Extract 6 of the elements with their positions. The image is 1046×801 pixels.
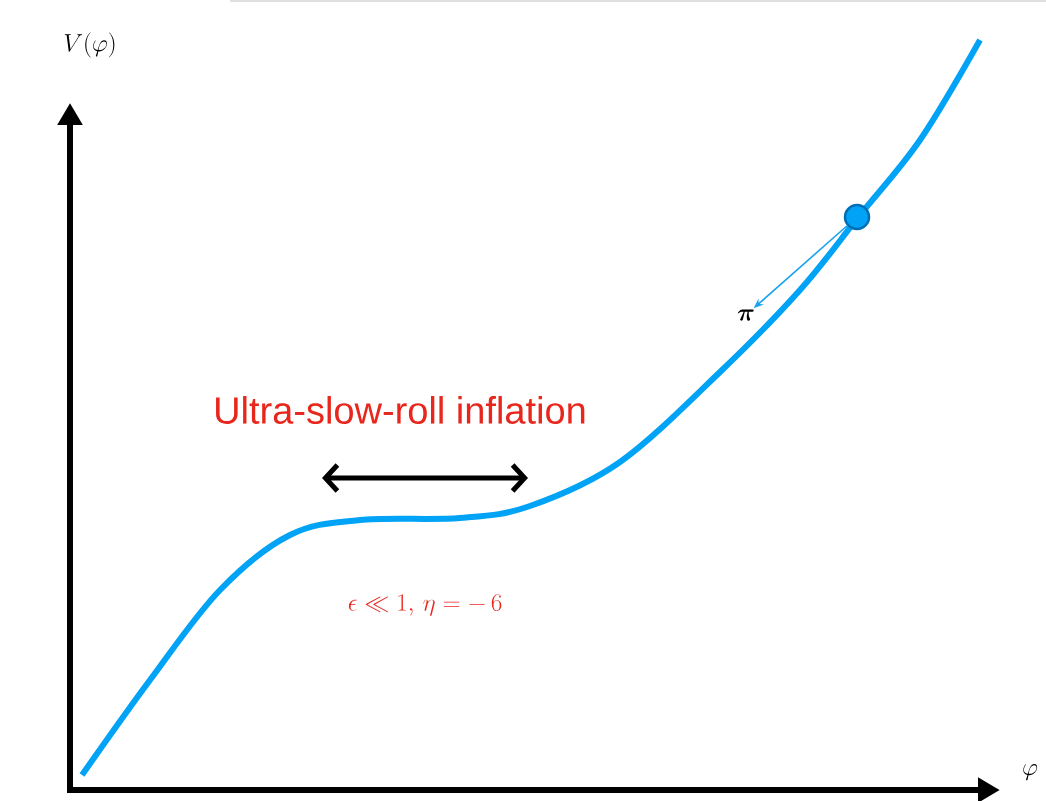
axis-label: $\varphi$: [1023, 763, 1038, 781]
region-label: Ultra-slow-roll inflation: [216, 396, 585, 424]
axis-label: $V(\varphi)$: [64, 32, 115, 58]
ball: [843, 203, 871, 231]
formula-label: $\epsilon \ll 1,\, \eta = -\,6$: [348, 594, 502, 616]
symbol-label: $\boldsymbol{\pi}$: [737, 309, 754, 321]
